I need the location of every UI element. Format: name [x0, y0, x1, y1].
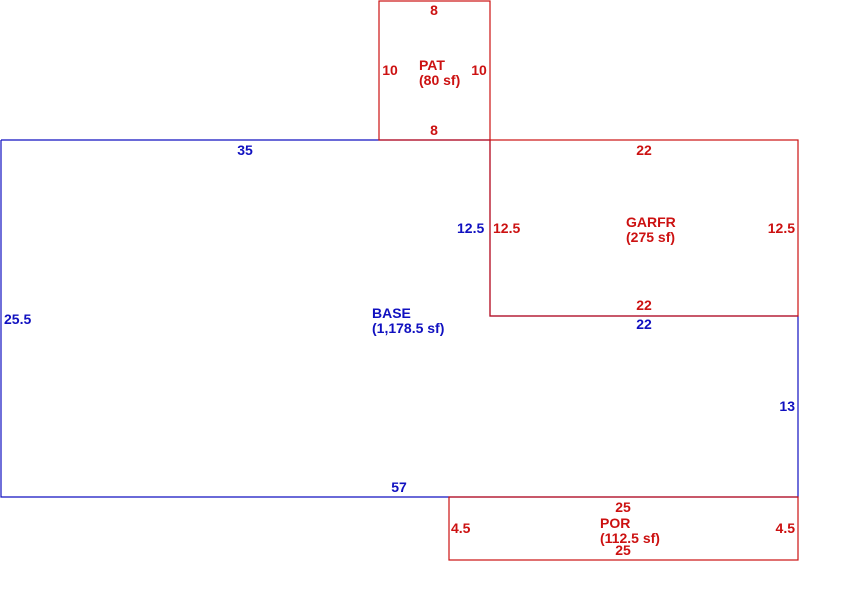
- base-dim-left: 25.5: [4, 311, 31, 327]
- base-dim-inner-vertical: 12.5: [457, 220, 484, 236]
- por-dim-right: 4.5: [776, 520, 796, 536]
- por-dim-left: 4.5: [451, 520, 471, 536]
- garfr-area: (275 sf): [626, 229, 675, 245]
- garfr-dim-bottom: 22: [636, 297, 652, 313]
- garfr-name: GARFR: [626, 214, 676, 230]
- pat-dim-top: 8: [430, 2, 438, 18]
- por-area: (112.5 sf): [600, 530, 660, 546]
- base-dim-right: 13: [779, 398, 795, 414]
- base-area: (1,178.5 sf): [372, 320, 444, 336]
- por-name: POR: [600, 515, 630, 531]
- base-name: BASE: [372, 305, 411, 321]
- por-dim-top: 25: [615, 499, 631, 515]
- base-dim-inner-horizontal: 22: [636, 316, 652, 332]
- garfr-dim-left: 12.5: [493, 220, 520, 236]
- pat-dim-right: 10: [471, 62, 487, 78]
- pat-dim-bottom: 8: [430, 122, 438, 138]
- por-dim-bottom: 25: [615, 542, 631, 558]
- pat-dim-left: 10: [382, 62, 398, 78]
- base-dim-top: 35: [237, 142, 253, 158]
- pat-name: PAT: [419, 57, 445, 73]
- pat-outline: [378, 0, 491, 141]
- garfr-outline: [489, 139, 799, 317]
- por-outline: [448, 496, 799, 561]
- garfr-dim-right: 12.5: [768, 220, 795, 236]
- pat-area: (80 sf): [419, 72, 460, 88]
- garfr-dim-top: 22: [636, 142, 652, 158]
- base-dim-bottom: 57: [391, 479, 407, 495]
